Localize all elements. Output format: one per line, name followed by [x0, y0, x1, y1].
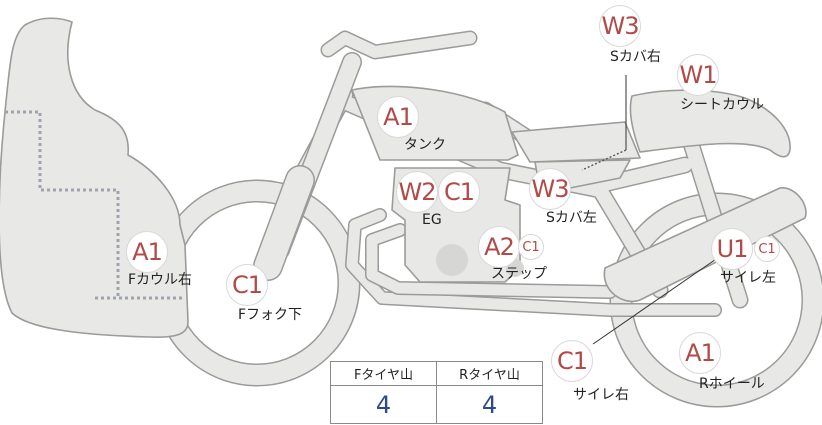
tank-label: タンク: [404, 137, 446, 153]
r-wheel-label: Rホイール: [699, 376, 765, 392]
front-tread-header: Fタイヤ山: [330, 361, 437, 386]
front-cowl: [0, 17, 189, 338]
f-cowl-right-code: A1: [126, 231, 168, 273]
engine-code-2: C1: [438, 171, 480, 213]
s-cover-right-code: W3: [599, 5, 641, 47]
front-tread-value: 4: [330, 385, 437, 424]
step-code-small: C1: [518, 234, 544, 260]
muffler-right-label: サイレ右: [573, 387, 629, 403]
tire-tread-table: Fタイヤ山 Rタイヤ山 4 4: [330, 361, 543, 424]
f-fork-lower-label: Fフォク下: [238, 307, 303, 323]
step-code: A2: [478, 226, 520, 268]
seat-cowl-code: W1: [677, 54, 719, 96]
rear-tread-header: Rタイヤ山: [436, 361, 543, 386]
muffler-right-code: C1: [551, 340, 593, 382]
s-cover-right-pointer: [581, 149, 627, 171]
seat: [511, 121, 641, 163]
front-cowl-seam: [5, 110, 185, 300]
engine-code-1: W2: [396, 171, 438, 213]
s-cover-left-code: W3: [529, 168, 571, 210]
r-wheel-code: A1: [679, 332, 721, 374]
engine-label: EG: [422, 212, 442, 228]
front-fork: [253, 52, 362, 281]
tank-code: A1: [377, 96, 419, 138]
f-cowl-right-label: Fカウル右: [128, 272, 193, 288]
seat-cowl-label: シートカウル: [680, 97, 764, 113]
f-fork-lower-code: C1: [226, 264, 268, 306]
s-cover-left-label: Sカバ左: [546, 210, 597, 226]
handlebar: [320, 30, 478, 60]
muffler-left-code: U1: [711, 228, 753, 270]
muffler-left-code-small: C1: [754, 236, 780, 262]
engine-cover: [436, 244, 468, 276]
muffler-left-label: サイレ左: [720, 270, 776, 286]
s-cover-right-label: Sカバ右: [610, 49, 661, 65]
seat-cowl: [629, 89, 791, 158]
rear-tread-value: 4: [436, 385, 543, 424]
step-label: ステップ: [491, 266, 547, 282]
exhaust: [345, 208, 722, 317]
muffler-right-leader: [592, 254, 723, 345]
